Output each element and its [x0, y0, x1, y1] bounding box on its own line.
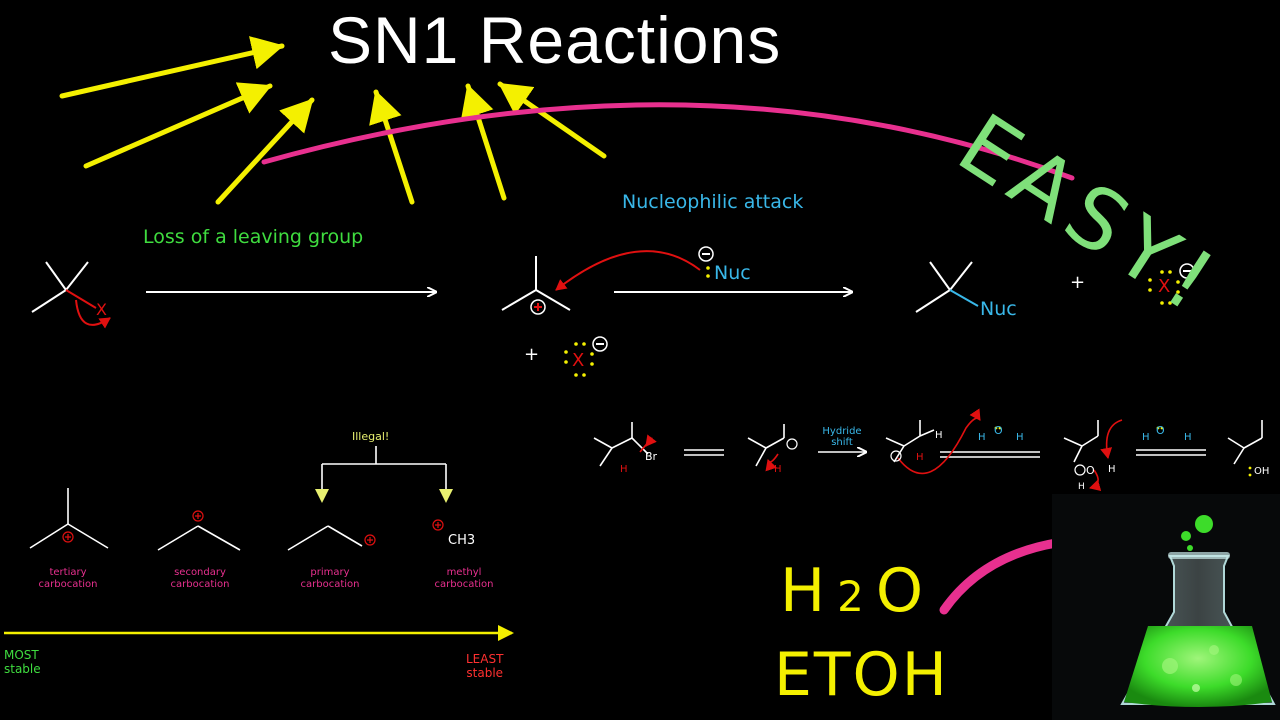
- h-label-2: H: [774, 464, 782, 475]
- pink-arc: [261, 102, 1075, 181]
- yellow-arrow-6: [497, 81, 607, 159]
- water2-o: O: [1156, 424, 1165, 437]
- stability-charges: [62, 510, 444, 546]
- ethanol-formula: ETOH: [774, 640, 949, 710]
- h-label-3: H: [935, 430, 943, 441]
- yellow-arrows: [59, 36, 607, 205]
- stability-structures: [29, 488, 363, 551]
- nucleophile-label: Nuc: [714, 262, 751, 284]
- page-title: SN1 Reactions: [328, 3, 782, 77]
- water-o: O: [994, 424, 1003, 437]
- loss-label: Loss of a leaving group: [143, 226, 364, 248]
- illegal-label: Illegal!: [352, 430, 390, 443]
- product-structure: [915, 261, 979, 313]
- water2-h-right: H: [1184, 432, 1192, 443]
- yellow-arrow-2: [83, 82, 273, 169]
- product-nuc-label: Nuc: [980, 298, 1017, 320]
- substrate-structure: [31, 261, 97, 313]
- leaving-arrow: [75, 299, 111, 329]
- x-anion-left-label: X: [572, 350, 585, 371]
- oxonium-o: O: [1086, 464, 1095, 477]
- nuc-charge-circle: [698, 246, 714, 262]
- br-label: Br: [645, 450, 658, 463]
- carbocation-charge: [530, 299, 546, 315]
- h-label-4: H: [916, 452, 924, 463]
- x-anion-right: [1148, 263, 1195, 305]
- x-anion-left: [564, 336, 608, 377]
- plus-sign-right: +: [1070, 272, 1086, 293]
- yellow-arrow-4: [369, 89, 415, 205]
- water-h-left: H: [978, 432, 986, 443]
- methyl-formula: CH3: [448, 533, 476, 548]
- flask-icon: [1052, 494, 1280, 720]
- lone-pairs-small: [994, 426, 1252, 477]
- oxonium-h-bottom: H: [1078, 482, 1085, 492]
- h-label-1: H: [620, 464, 628, 475]
- x-anion-right-label: X: [1158, 276, 1171, 297]
- water-h-right: H: [1016, 432, 1024, 443]
- yellow-arrow-5: [460, 83, 507, 201]
- hydride-red-arrows: [639, 408, 1123, 492]
- carbocation-structure: [501, 256, 571, 311]
- plus-sign-left: +: [524, 344, 540, 365]
- yellow-arrow-1: [59, 36, 285, 99]
- attack-label: Nucleophilic attack: [622, 191, 804, 213]
- product-oh: OH: [1254, 466, 1270, 477]
- yellow-arrow-3: [215, 97, 315, 205]
- leaving-group-x: X: [96, 300, 107, 319]
- nucleophile-attack-arrow: [555, 250, 701, 291]
- hydride-charges: [786, 438, 1086, 476]
- water2-h-left: H: [1142, 432, 1150, 443]
- illegal-bracket: [315, 446, 453, 503]
- hydride-structures: [593, 420, 1263, 467]
- oxonium-h: H: [1108, 464, 1116, 475]
